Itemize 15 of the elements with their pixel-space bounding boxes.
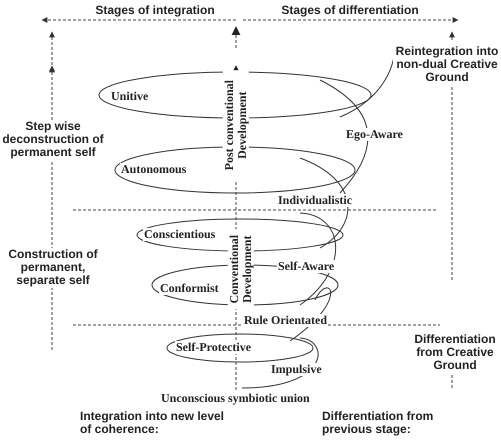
stage-label: Conscientious — [143, 228, 216, 242]
phase-label: Conventional Development — [228, 229, 254, 310]
side-note: Reintegration into non-dual Creative Ground — [393, 45, 501, 85]
stage-label: Ego-Aware — [345, 128, 404, 142]
stage-label: Autonomous — [120, 163, 188, 176]
phase-label: Post conventional Development — [222, 70, 250, 180]
stage-label: Unconscious symbiotic union — [160, 392, 311, 406]
stage-label: Impulsive — [270, 363, 323, 376]
stage-label: Rule Orientated — [243, 314, 328, 328]
stage-label: Unitive — [110, 90, 150, 104]
stage-label: Conformist — [159, 282, 220, 296]
stage-label: Individualistic — [277, 194, 354, 208]
stage-label: Self-Aware — [277, 260, 336, 274]
stage-label: Self-Protective — [175, 341, 252, 354]
side-note: Step wise deconstruction of permanent self — [0, 120, 106, 160]
